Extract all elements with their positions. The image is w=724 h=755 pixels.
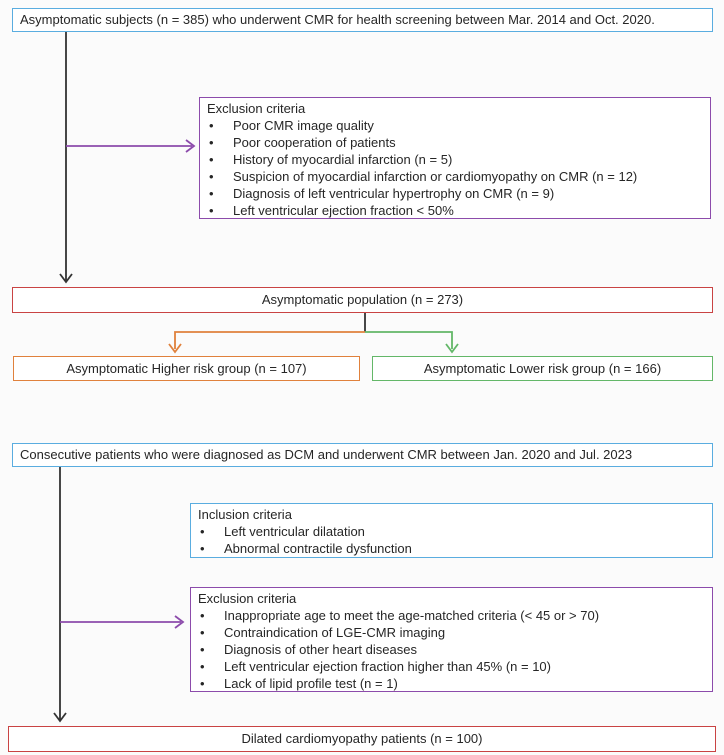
criteria-item-text: Inappropriate age to meet the age-matche…	[224, 608, 600, 623]
criteria-item-text: History of myocardial infarction (n = 5)	[233, 152, 453, 167]
bullet-icon: •	[209, 169, 214, 184]
dcm-inclusion-box: Inclusion criteria • Left ventricular dil…	[190, 503, 713, 558]
branch-higher-risk	[174, 331, 365, 349]
bullet-icon: •	[200, 625, 205, 640]
dcm-exclusion-box: Exclusion criteria • Inappropriate age to…	[190, 587, 713, 692]
criteria-item: • Left ventricular dilatation	[198, 523, 704, 540]
screening-exclusion-box: Exclusion criteria • Poor CMR image quali…	[199, 97, 711, 219]
criteria-item-text: Contraindication of LGE-CMR imaging	[224, 625, 446, 640]
arrowhead-right-icon	[174, 615, 185, 629]
bullet-icon: •	[200, 659, 205, 674]
exclusion-criteria-title: Exclusion criteria	[198, 591, 297, 606]
criteria-item-text: Diagnosis of other heart diseases	[224, 642, 417, 657]
criteria-item: • Abnormal contractile dysfunction	[198, 540, 704, 557]
higher-risk-label: Asymptomatic Higher risk group (n = 107)	[66, 360, 307, 376]
criteria-item: • Diagnosis of other heart diseases	[198, 641, 704, 658]
dcm-source-label: Consecutive patients who were diagnosed …	[20, 447, 633, 462]
criteria-item: • Diagnosis of left ventricular hypertrop…	[207, 185, 702, 202]
dcm-result-box: Dilated cardiomyopathy patients (n = 100…	[8, 726, 716, 752]
branch-lower-risk	[365, 331, 453, 349]
higher-risk-box: Asymptomatic Higher risk group (n = 107)	[13, 356, 360, 381]
criteria-item-text: Left ventricular dilatation	[224, 524, 365, 539]
criteria-item-text: Poor CMR image quality	[233, 118, 374, 133]
arrowhead-down-icon	[445, 343, 459, 354]
exclusion-criteria-list: • Poor CMR image quality • Poor cooperation…	[207, 117, 702, 219]
inclusion-criteria-list: • Left ventricular dilatation • Abnormal co…	[198, 523, 704, 557]
exclusion-criteria-title: Exclusion criteria	[207, 101, 306, 116]
criteria-item: • Suspicion of myocardial infarction or c…	[207, 168, 702, 185]
screening-source-box: Asymptomatic subjects (n = 385) who unde…	[12, 8, 713, 32]
dcm-result-label: Dilated cardiomyopathy patients (n = 100…	[241, 731, 483, 746]
bullet-icon: •	[200, 524, 205, 539]
population-box: Asymptomatic population (n = 273)	[12, 287, 713, 313]
bullet-icon: •	[209, 186, 214, 201]
criteria-item-text: Left ventricular ejection fraction < 50%	[233, 203, 454, 218]
criteria-item: • Poor cooperation of patients	[207, 134, 702, 151]
lower-risk-label: Asymptomatic Lower risk group (n = 166)	[423, 360, 662, 376]
bullet-icon: •	[200, 541, 205, 556]
criteria-item-text: Poor cooperation of patients	[233, 135, 396, 150]
criteria-item: • History of myocardial infarction (n = 5…	[207, 151, 702, 168]
inclusion-criteria-title: Inclusion criteria	[198, 507, 292, 522]
criteria-item: • Inappropriate age to meet the age-match…	[198, 607, 704, 624]
bullet-icon: •	[209, 135, 214, 150]
criteria-item: • Left ventricular ejection fraction high…	[198, 658, 704, 675]
bullet-icon: •	[209, 152, 214, 167]
criteria-item-text: Suspicion of myocardial infarction or ca…	[233, 169, 638, 184]
criteria-item: • Lack of lipid profile test (n = 1)	[198, 675, 704, 692]
criteria-item: • Contraindication of LGE-CMR imaging	[198, 624, 704, 641]
bullet-icon: •	[209, 203, 214, 218]
dcm-source-box: Consecutive patients who were diagnosed …	[12, 443, 713, 467]
lower-risk-box: Asymptomatic Lower risk group (n = 166)	[372, 356, 713, 381]
arrowhead-down-icon	[168, 343, 182, 354]
criteria-item-text: Diagnosis of left ventricular hypertroph…	[233, 186, 555, 201]
criteria-item: • Left ventricular ejection fraction < 50…	[207, 202, 702, 219]
bullet-icon: •	[209, 118, 214, 133]
screening-source-label: Asymptomatic subjects (n = 385) who unde…	[20, 12, 655, 27]
bullet-icon: •	[200, 676, 205, 691]
criteria-item-text: Left ventricular ejection fraction highe…	[224, 659, 551, 674]
arrowhead-down-icon	[59, 273, 73, 284]
arrowhead-right-icon	[185, 139, 196, 153]
population-label: Asymptomatic population (n = 273)	[261, 292, 464, 307]
criteria-item-text: Abnormal contractile dysfunction	[224, 541, 412, 556]
bullet-icon: •	[200, 608, 205, 623]
criteria-item-text: Lack of lipid profile test (n = 1)	[224, 676, 398, 691]
bullet-icon: •	[200, 642, 205, 657]
arrowhead-down-icon	[53, 712, 67, 723]
criteria-item: • Poor CMR image quality	[207, 117, 702, 134]
exclusion-criteria-list: • Inappropriate age to meet the age-match…	[198, 607, 704, 692]
